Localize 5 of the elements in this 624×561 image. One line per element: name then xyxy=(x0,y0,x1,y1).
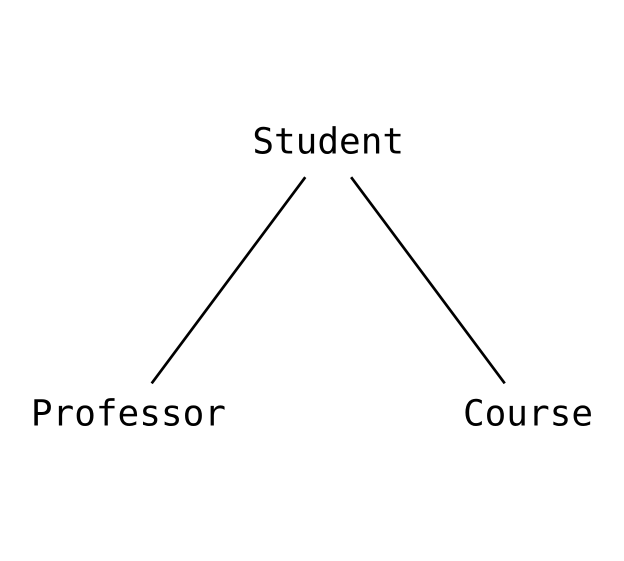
node-text: Student xyxy=(252,122,404,163)
node-text: Course xyxy=(462,393,594,434)
node-text: Professor xyxy=(30,393,226,434)
connector xyxy=(350,176,506,384)
connector xyxy=(150,176,306,384)
